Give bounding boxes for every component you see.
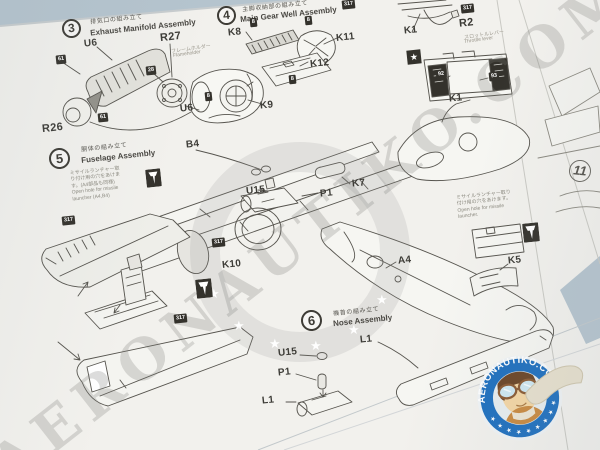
cockpit-floor-illustration xyxy=(397,0,513,102)
aviator-face xyxy=(497,366,551,430)
scarf xyxy=(525,365,584,405)
side-note-parts-illustration xyxy=(469,223,525,297)
aeronautiko-logo: AERONAUTIKO.COM ★ ★ ★ ★ ★ ★ ★ ★ ★ xyxy=(468,346,584,442)
adjacent-panel-illustration xyxy=(537,67,600,213)
fuselage-assembly-illustration xyxy=(41,99,555,407)
main-gear-well-illustration xyxy=(219,29,338,113)
nose-assembly-illustration xyxy=(285,329,554,417)
